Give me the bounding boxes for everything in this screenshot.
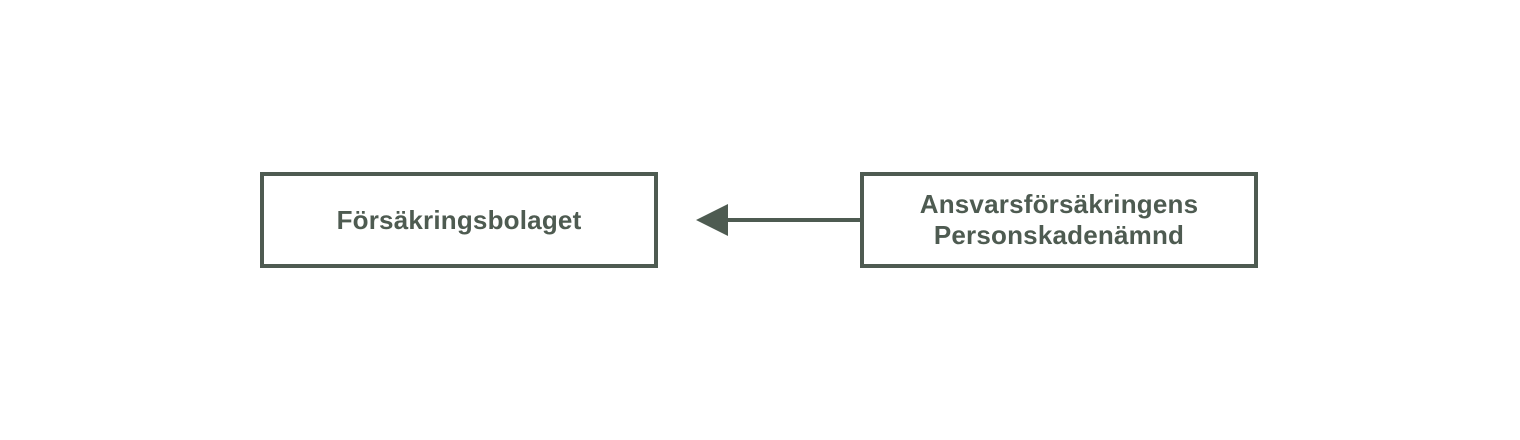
node-personskadenamnd-label-line2: Personskadenämnd [933,220,1185,250]
node-personskadenamnd: Ansvarsförsäkringens Personskadenämnd [860,172,1258,268]
node-forsakringsbolaget: Försäkringsbolaget [260,172,658,268]
node-personskadenamnd-label-line1: Ansvarsförsäkringens [919,189,1199,219]
connector-arrow [690,198,862,242]
node-forsakringsbolaget-label: Försäkringsbolaget [336,204,582,235]
arrow-left-icon [696,204,862,236]
